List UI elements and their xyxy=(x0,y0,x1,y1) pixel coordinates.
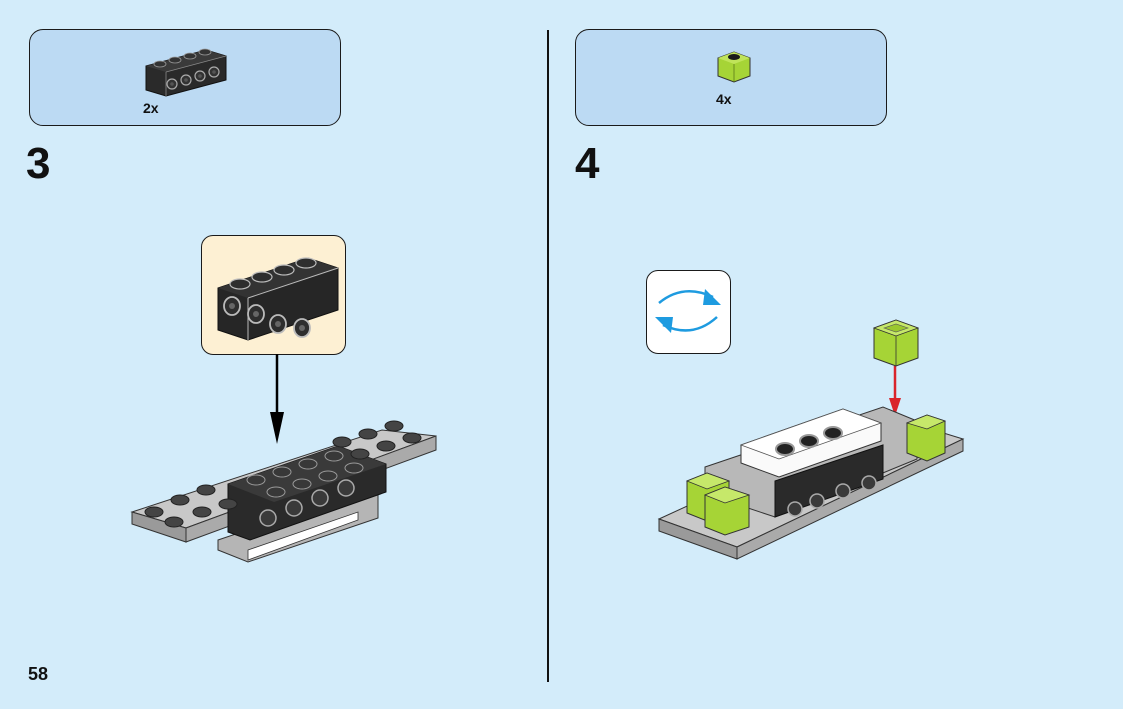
red-assembly-arrow xyxy=(889,366,901,416)
part-quantity: 4x xyxy=(716,91,732,107)
step-4-parts-box: 4x xyxy=(575,29,887,126)
rotate-model-indicator xyxy=(646,270,731,354)
step-4-model xyxy=(657,406,965,560)
lime-1x1-brick-falling xyxy=(872,319,920,367)
step-number: 4 xyxy=(575,139,600,188)
rotate-arrows-icon xyxy=(655,289,721,333)
step-number: 3 xyxy=(26,139,51,188)
part-callout xyxy=(201,235,346,355)
step-divider xyxy=(547,30,549,682)
lime-1x1-brick-icon xyxy=(717,51,751,83)
step-3-parts-box: 2x xyxy=(29,29,341,126)
step-3-model xyxy=(130,420,437,563)
black-1x4-side-stud-brick-icon xyxy=(145,48,227,97)
part-quantity: 2x xyxy=(143,100,159,116)
page-number: 58 xyxy=(28,664,49,684)
black-1x4-side-stud-brick-icon xyxy=(217,257,339,341)
assembly-arrow-down xyxy=(270,354,284,444)
